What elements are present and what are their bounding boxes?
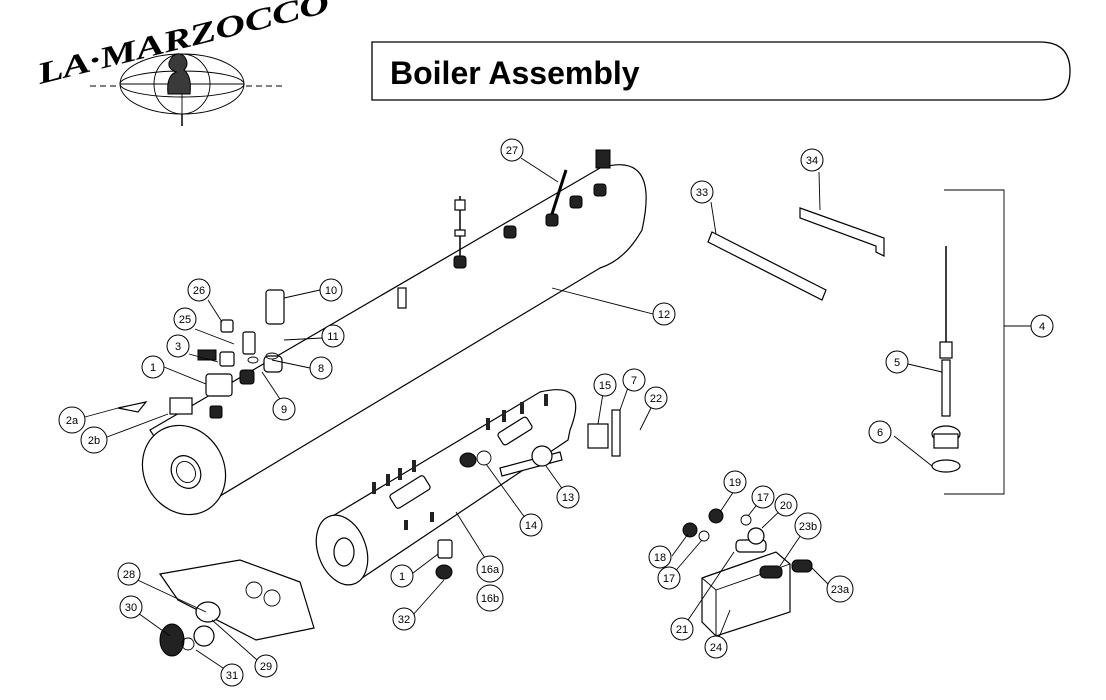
callout-15: 15	[593, 373, 617, 397]
callout-16b: 16b	[476, 584, 504, 612]
callout-label: 18	[654, 552, 666, 564]
callout-23b: 23b	[794, 512, 822, 540]
callout-label: 17	[663, 573, 675, 585]
callout-label: 34	[806, 155, 818, 167]
callout-17-right: 17	[751, 485, 775, 509]
callout-label: 22	[650, 393, 662, 405]
callout-2a: 2a	[58, 406, 86, 434]
callout-label: 14	[525, 520, 537, 532]
callout-label: 1	[150, 362, 156, 374]
callout-2b: 2b	[80, 426, 108, 454]
callout-label: 5	[894, 357, 900, 369]
callout-19: 19	[723, 470, 747, 494]
callout-9: 9	[272, 397, 296, 421]
callout-label: 31	[226, 670, 238, 682]
callout-label: 16a	[481, 564, 500, 576]
callout-label: 27	[506, 145, 518, 157]
callout-23a: 23a	[826, 575, 854, 603]
callout-25: 25	[173, 307, 197, 331]
callout-label: 2b	[88, 435, 100, 447]
callout-1-bottom: 1	[390, 564, 414, 588]
main-boiler	[117, 149, 647, 516]
callout-label: 21	[676, 624, 688, 636]
callout-label: 15	[599, 380, 611, 392]
callout-24: 24	[704, 635, 728, 659]
probe-assembly	[931, 189, 1005, 495]
callout-label: 32	[398, 614, 410, 626]
callout-label: 23a	[831, 584, 850, 596]
callout-7: 7	[622, 368, 646, 392]
callout-20: 20	[774, 493, 798, 517]
callout-8: 8	[309, 356, 333, 380]
callout-label: 24	[710, 642, 722, 654]
callout-3: 3	[166, 334, 190, 358]
callout-label: 19	[729, 477, 741, 489]
callout-label: 30	[125, 602, 137, 614]
callout-11: 11	[321, 324, 345, 348]
callouts: 27 34 33 26 10 25 11 3 8 1 9 12 4 5 2a 2…	[58, 138, 1054, 687]
callout-label: 12	[658, 309, 670, 321]
callout-label: 9	[281, 404, 287, 416]
callout-5: 5	[885, 350, 909, 374]
callout-12: 12	[652, 302, 676, 326]
callout-label: 28	[123, 569, 135, 581]
callout-label: 33	[696, 187, 708, 199]
callout-label: 29	[260, 661, 272, 673]
callout-label: 11	[327, 331, 338, 343]
callout-label: 25	[179, 314, 191, 326]
callout-14: 14	[519, 513, 543, 537]
title-banner: Boiler Assembly	[371, 41, 1071, 101]
callout-1-top: 1	[141, 355, 165, 379]
callout-32: 32	[392, 607, 416, 631]
bracket-34	[799, 207, 885, 257]
callout-17-left: 17	[657, 566, 681, 590]
bracket-33	[707, 231, 827, 301]
callout-label: 4	[1039, 321, 1045, 333]
callout-label: 6	[877, 427, 883, 439]
callout-label: 16b	[481, 593, 499, 605]
callout-label: 26	[193, 285, 205, 297]
callout-31: 31	[220, 663, 244, 687]
callout-label: 2a	[66, 415, 79, 427]
page-title: Boiler Assembly	[390, 55, 640, 91]
callout-30: 30	[119, 595, 143, 619]
callout-4: 4	[1030, 314, 1054, 338]
callout-label: 3	[175, 341, 181, 353]
la-marzocco-logo: LA·MARZOCCO	[32, 0, 333, 126]
callout-27: 27	[500, 138, 524, 162]
callout-26: 26	[187, 278, 211, 302]
callout-33: 33	[690, 180, 714, 204]
callout-18: 18	[648, 545, 672, 569]
callout-29: 29	[254, 654, 278, 678]
steam-boiler	[315, 389, 621, 586]
callout-label: 13	[562, 492, 574, 504]
callout-6: 6	[868, 420, 892, 444]
callout-label: 8	[318, 363, 324, 375]
callout-28: 28	[117, 562, 141, 586]
callout-label: 17	[757, 492, 769, 504]
callout-10: 10	[319, 278, 343, 302]
callout-13: 13	[556, 485, 580, 509]
callout-label: 23b	[799, 521, 817, 533]
bracket-29	[158, 559, 315, 657]
callout-21: 21	[670, 617, 694, 641]
junction-box	[682, 508, 813, 637]
callout-label: 1	[399, 571, 405, 583]
callout-34: 34	[800, 148, 824, 172]
callout-22: 22	[644, 386, 668, 410]
callout-label: 20	[780, 500, 792, 512]
callout-label: 10	[325, 285, 337, 297]
callout-label: 7	[631, 375, 637, 387]
callout-16a: 16a	[476, 555, 504, 583]
